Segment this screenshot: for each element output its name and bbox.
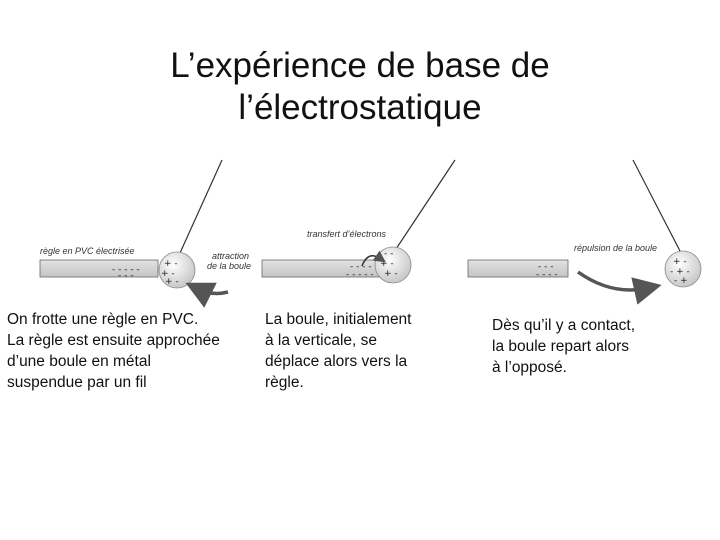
pvc-ruler-1 — [39, 259, 159, 278]
panel-2-diagram: - - - - - - - - - - - + - + - transfert … — [261, 159, 456, 284]
svg-text:+ -: + - — [380, 259, 394, 269]
ball-2-charges: - - — [384, 249, 393, 259]
svg-text:- +: - + — [674, 276, 688, 286]
ruler-1-charges: - - - - - — [112, 265, 140, 275]
svg-text:- - -: - - - — [118, 271, 133, 281]
caption-line: d’une boule en métal — [7, 353, 151, 370]
svg-text:+ -: + - — [161, 269, 175, 279]
thread-2 — [395, 159, 456, 250]
thread-1 — [179, 159, 223, 254]
panel-2-caption: La boule, initialement à la verticale, s… — [265, 309, 455, 393]
ball-1-charges: + - — [164, 259, 178, 269]
caption-line: Dès qu’il y a contact, — [492, 317, 636, 334]
ruler-3-charges: - - - — [538, 262, 553, 272]
electrostatics-diagram: - - - - - - - - + - + - + - règle en PVC… — [39, 159, 702, 308]
thread-3 — [632, 159, 681, 252]
repulsion-arrow — [576, 270, 662, 305]
caption-line: On frotte une règle en PVC. — [7, 311, 199, 328]
caption-line: à la verticale, se — [265, 332, 377, 349]
metal-ball-1 — [158, 251, 196, 289]
panel-2-label: transfert d’électrons — [307, 229, 387, 239]
caption-line: suspendue par un fil — [7, 374, 147, 391]
panel-1-label2-line2: de la boule — [207, 261, 251, 271]
panel-1-label2-line1: attraction — [212, 251, 249, 261]
caption-line: à l’opposé. — [492, 359, 567, 376]
pvc-ruler-3 — [467, 259, 569, 278]
caption-line: La règle est ensuite approchée — [7, 332, 220, 349]
panel-1-label: règle en PVC électrisée — [40, 246, 135, 256]
panel-3-label: répulsion de la boule — [574, 243, 657, 253]
panel-1-diagram: - - - - - - - - + - + - + - règle en PVC… — [39, 159, 251, 308]
svg-text:- + -: - + - — [670, 267, 690, 277]
svg-text:- - - -: - - - - — [536, 270, 558, 280]
slide-title: L’expérience de base de l’électrostatiqu… — [0, 45, 720, 129]
caption-line: déplace alors vers la — [265, 353, 408, 370]
caption-line: la boule repart alors — [492, 338, 629, 355]
title-line-1: L’expérience de base de — [170, 46, 550, 86]
svg-text:- - - - -: - - - - - — [346, 270, 374, 280]
panel-3-diagram: - - - - - - - + - - + - - + répulsion de… — [467, 159, 702, 305]
title-line-2: l’électrostatique — [238, 88, 482, 128]
svg-text:+ -: + - — [165, 277, 179, 287]
panel-3-caption: Dès qu’il y a contact, la boule repart a… — [492, 315, 712, 378]
panel-1-caption: On frotte une règle en PVC. La règle est… — [7, 309, 247, 393]
svg-text:+ -: + - — [384, 269, 398, 279]
ruler-2-charges: - - - - — [350, 262, 372, 272]
caption-line: La boule, initialement — [265, 311, 412, 328]
attraction-arrow — [185, 282, 229, 308]
caption-line: règle. — [265, 374, 304, 391]
metal-ball-3 — [664, 250, 702, 288]
transfer-arrow — [361, 250, 386, 267]
ball-3-charges: + - — [673, 257, 687, 267]
